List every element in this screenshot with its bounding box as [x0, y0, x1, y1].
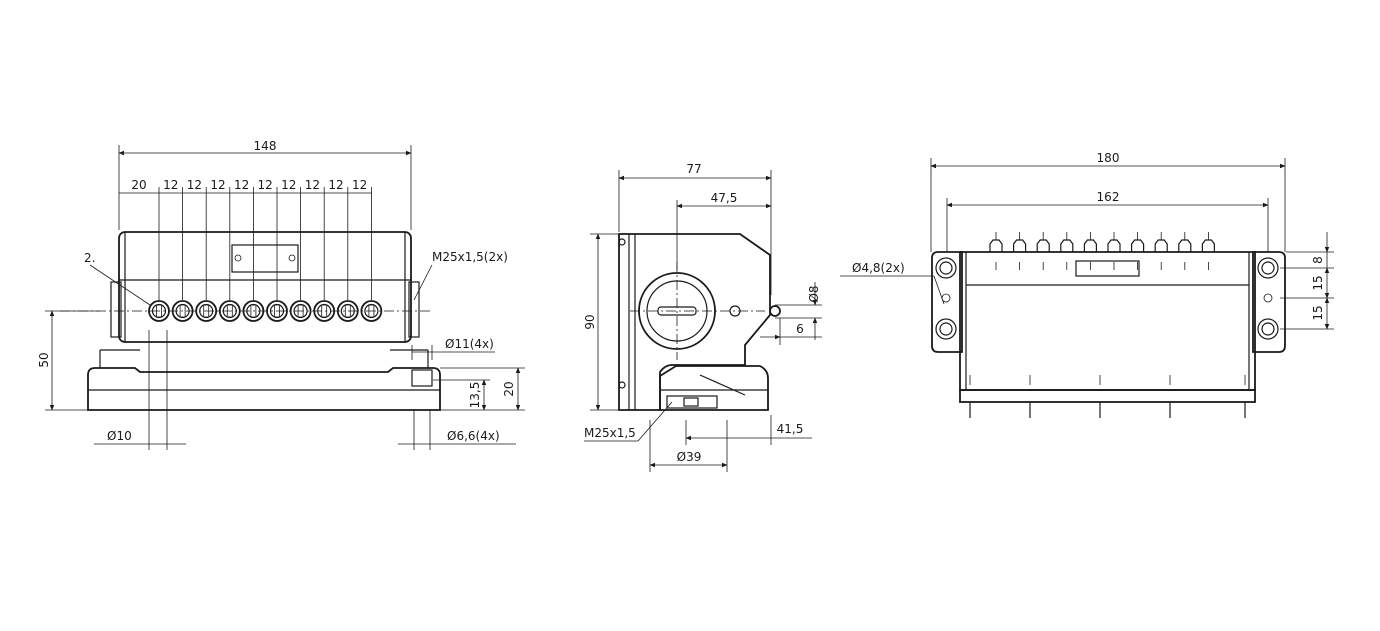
- rear-width-label: 180: [1097, 151, 1120, 165]
- side-dim-41-5-label: 41,5: [777, 422, 804, 436]
- rear-hole-spacing-label: 162: [1097, 190, 1120, 204]
- terminal: [1013, 232, 1027, 270]
- pitch-label: 12: [258, 178, 273, 192]
- pitch-label: 12: [187, 178, 202, 192]
- side-center-offset-label: 47,5: [711, 191, 738, 205]
- front-height-label: 50: [37, 352, 51, 367]
- front-thread-label: M25x1,5(2x): [432, 250, 508, 264]
- callout-2-label: 2.: [84, 251, 95, 265]
- rear-view: 180 162 Ø4,8(2x): [840, 151, 1334, 418]
- pitch-label: 12: [163, 178, 178, 192]
- terminal: [1201, 232, 1215, 270]
- side-thread-label: M25x1,5: [584, 426, 636, 440]
- dia-6-6-label: Ø6,6(4x): [447, 429, 500, 443]
- front-base-height-label: 20: [502, 381, 516, 396]
- terminal: [989, 232, 1003, 270]
- front-width-label: 148: [254, 139, 277, 153]
- terminal: [1107, 232, 1121, 270]
- terminal: [1036, 232, 1050, 270]
- terminal: [1060, 232, 1074, 270]
- front-first-pitch-label: 20: [131, 178, 146, 192]
- front-view: 148 20 12 12 12 12 12 12 12 12 12 50: [37, 139, 525, 450]
- foot-row: [969, 375, 1246, 418]
- terminal: [1154, 232, 1168, 270]
- pitch-label: 12: [210, 178, 225, 192]
- terminal-row: [989, 232, 1215, 270]
- side-height-label: 90: [583, 314, 597, 329]
- pitch-label: 12: [352, 178, 367, 192]
- rear-dim-8-label: 8: [1311, 256, 1325, 264]
- rear-mount-holes-label: Ø4,8(2x): [852, 261, 905, 275]
- terminal: [1178, 232, 1192, 270]
- pitch-label: 12: [305, 178, 320, 192]
- side-view: 77 47,5 Ø8 6: [583, 162, 822, 472]
- terminal: [1131, 232, 1145, 270]
- rear-dim-15b-label: 15: [1311, 305, 1325, 320]
- dia-10-label: Ø10: [107, 429, 132, 443]
- button-row: [148, 300, 383, 322]
- pitch-dimensions: 12 12 12 12 12 12 12 12 12: [158, 178, 372, 300]
- side-dia-8-label: Ø8: [807, 285, 821, 302]
- terminal: [1083, 232, 1097, 270]
- front-hole-height-label: 13,5: [468, 382, 482, 409]
- rear-dim-15a-label: 15: [1311, 275, 1325, 290]
- pitch-label: 12: [281, 178, 296, 192]
- side-dia-39-label: Ø39: [677, 450, 702, 464]
- side-depth-label: 77: [686, 162, 701, 176]
- dia-11-label: Ø11(4x): [445, 337, 494, 351]
- pitch-label: 12: [328, 178, 343, 192]
- side-dim-6-label: 6: [796, 322, 804, 336]
- pitch-label: 12: [234, 178, 249, 192]
